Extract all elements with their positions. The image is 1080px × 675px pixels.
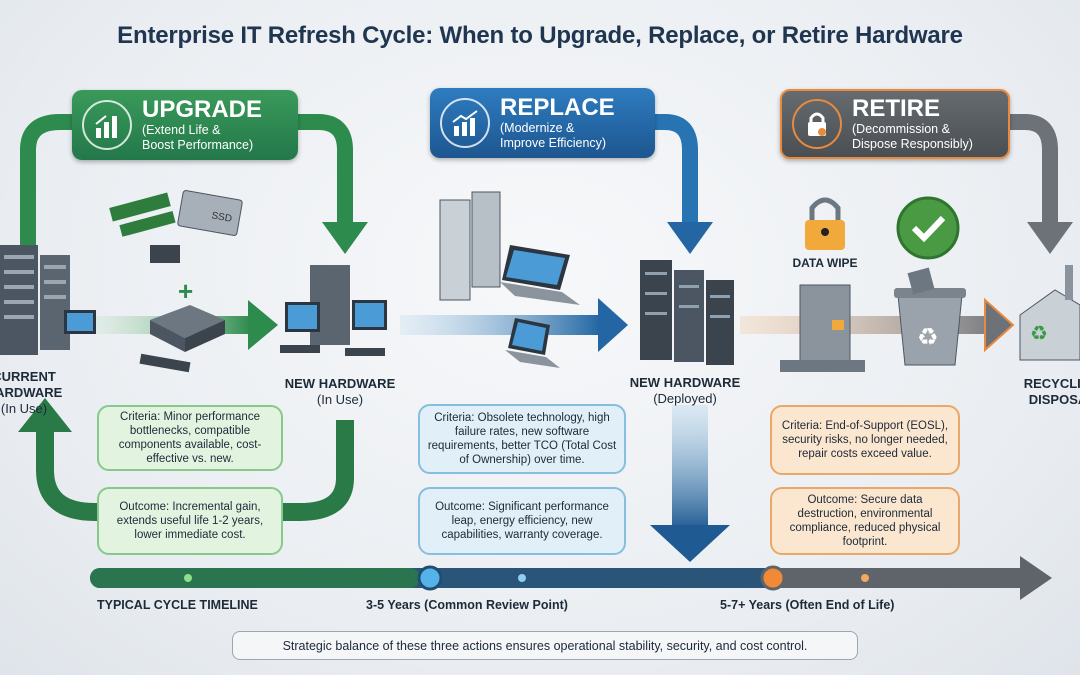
chip-icon — [150, 245, 180, 263]
timeline-arrowhead — [1020, 556, 1052, 600]
label-line: (In Use) — [316, 392, 364, 407]
trend-chart-icon — [440, 98, 490, 148]
current-hardware-label: CURRENTHARDWARE(In Use) — [0, 369, 74, 417]
ssd-label: SSD — [211, 210, 233, 224]
padlock-icon — [792, 99, 842, 149]
timeline-dot — [518, 574, 526, 582]
footer-note: Strategic balance of these three actions… — [232, 631, 858, 660]
replace-horizontal-arrow — [400, 315, 600, 335]
label-line: CURRENT — [0, 369, 56, 384]
label-line: (Deployed) — [653, 391, 717, 406]
deploy-down-arrow — [672, 405, 708, 530]
arrowhead — [984, 297, 1015, 353]
retire-outcome: Outcome: Secure data destruction, enviro… — [770, 487, 960, 555]
label-line: (In Use) — [0, 401, 48, 416]
label-line: DISPOSAL — [1028, 392, 1080, 407]
server-tower-icon — [439, 191, 501, 301]
page-title: Enterprise IT Refresh Cycle: When to Upg… — [117, 22, 963, 49]
recycling-facility-icon: ♻ — [1019, 265, 1080, 361]
recycle-icon: ♻ — [1030, 323, 1048, 345]
certified-e-waste-stamp-icon — [896, 196, 960, 260]
ram-module-icon — [109, 192, 176, 237]
replace-outcome: Outcome: Significant performance leap, e… — [418, 487, 626, 555]
replace-badge: REPLACE(Modernize &Improve Efficiency) — [430, 88, 655, 158]
padlock-icon — [805, 197, 845, 250]
recycle-bin-icon: ♻ — [894, 267, 966, 366]
timeline-point-1: 3-5 Years (Common Review Point) — [366, 598, 568, 612]
stage-subtitle: Improve Efficiency) — [500, 136, 607, 150]
upgrade-badge: UPGRADE(Extend Life &Boost Performance) — [72, 90, 298, 160]
timeline-dot — [184, 574, 192, 582]
arrowhead — [650, 525, 730, 562]
timeline-dot — [861, 574, 869, 582]
data-wipe-label: DATA WIPE — [792, 256, 858, 270]
desktop-icon — [139, 305, 225, 373]
server-rack-icon — [0, 245, 70, 355]
arrowhead — [667, 222, 713, 254]
server-wipe-icon — [780, 284, 865, 372]
arrowhead — [322, 222, 368, 254]
stage-subtitle: (Modernize & — [500, 121, 575, 135]
recycling-disposal-label: RECYCLINGDISPOSAL — [1012, 376, 1080, 408]
stage-title: RETIRE — [852, 95, 941, 122]
new-hardware-deployed-label: NEW HARDWARE(Deployed) — [615, 375, 755, 407]
upgrade-return-arrow — [36, 420, 354, 521]
stage-title: UPGRADE — [142, 96, 263, 123]
retire-badge: RETIRE(Decommission &Dispose Responsibly… — [780, 89, 1010, 159]
server-rack-icon — [640, 260, 734, 365]
new-hardware-in-use-label: NEW HARDWARE(In Use) — [270, 376, 410, 408]
label-line: NEW HARDWARE — [629, 375, 741, 390]
recycle-icon: ♻ — [917, 324, 939, 351]
stage-subtitle: (Extend Life & — [142, 123, 221, 137]
stage-title: REPLACE — [500, 94, 615, 121]
growth-chart-icon — [82, 100, 132, 150]
laptop-icon — [500, 245, 580, 305]
stage-subtitle: (Decommission & — [852, 122, 950, 136]
ssd-icon: SSD — [177, 190, 243, 236]
stage-subtitle: Dispose Responsibly) — [852, 137, 973, 151]
upgrade-down-arrow — [298, 114, 353, 225]
upgrade-loop-arrow — [20, 114, 75, 250]
timeline-point-2: 5-7+ Years (Often End of Life) — [720, 598, 895, 612]
upgrade-criteria: Criteria: Minor performance bottlenecks,… — [97, 405, 283, 471]
label-line: NEW HARDWARE — [284, 376, 396, 391]
retire-down-arrow — [1010, 114, 1058, 225]
arrowhead — [18, 398, 72, 432]
laptop-icon — [505, 318, 560, 368]
timeline-label: TYPICAL CYCLE TIMELINE — [97, 598, 258, 612]
upgrade-outcome: Outcome: Incremental gain, extends usefu… — [97, 487, 283, 555]
timeline-milestone-1 — [417, 565, 443, 591]
timeline-milestone-2 — [760, 565, 786, 591]
retire-criteria: Criteria: End-of-Support (EOSL), securit… — [770, 405, 960, 475]
workstation-icon — [280, 265, 387, 356]
monitor-icon — [64, 310, 96, 334]
arrowhead — [248, 300, 278, 350]
plus-icon: + — [178, 276, 193, 306]
stage-subtitle: Boost Performance) — [142, 138, 254, 152]
arrowhead — [1027, 222, 1073, 254]
replace-down-arrow — [655, 114, 698, 225]
replace-criteria: Criteria: Obsolete technology, high fail… — [418, 404, 626, 474]
arrowhead — [598, 298, 628, 352]
label-line: RECYCLING — [1023, 376, 1080, 391]
label-line: HARDWARE — [0, 385, 63, 400]
